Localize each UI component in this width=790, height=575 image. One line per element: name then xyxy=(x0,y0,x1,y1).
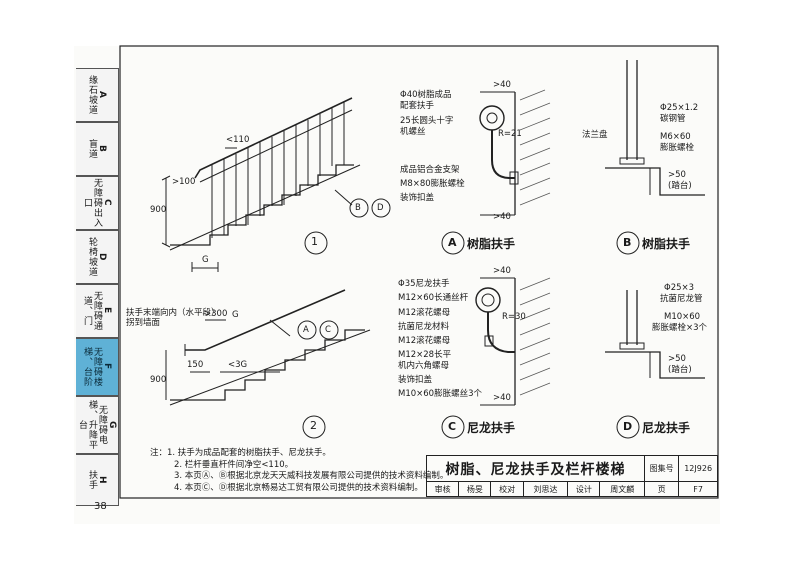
drawing2-dim-3g: <3G xyxy=(228,360,248,370)
note-2: 2. 栏杆垂直杆件间净空<110。 xyxy=(174,459,294,470)
detailA-label-0: Φ40树脂成品 xyxy=(400,90,452,100)
detailA-label-4: 成品铝合金支架 xyxy=(400,165,460,175)
reviewer: 杨旻 xyxy=(458,481,492,497)
detailC-label-0: Φ35尼龙扶手 xyxy=(398,279,450,289)
drawing1-dim-side: >100 xyxy=(172,177,196,187)
drawing1-ref-d: D xyxy=(377,203,384,213)
drawing2-dim-height: 900 xyxy=(150,375,167,385)
detailA-dim-top: >40 xyxy=(493,80,511,90)
detailD-label-3: 膨胀螺栓×3个 xyxy=(652,323,708,333)
detailB-label-4: 膨胀螺栓 xyxy=(660,143,695,153)
detailB-dim-step: (踏台) xyxy=(668,181,692,191)
page-label: 页 xyxy=(644,481,680,497)
designer: 周文麟 xyxy=(599,481,646,497)
detailD-letter: D xyxy=(623,420,633,433)
drawing2-ref-a: A xyxy=(303,325,309,335)
detailD-caption: 尼龙扶手 xyxy=(642,421,691,435)
atlas-label: 图集号 xyxy=(644,455,680,482)
detailC-label-6: 机内六角螺母 xyxy=(398,361,450,371)
drawing-2-stair xyxy=(165,289,371,439)
note-1: 注：1. 扶手为成品配套的树脂扶手、尼龙扶手。 xyxy=(150,448,331,458)
drawing2-ref-c: C xyxy=(325,325,331,335)
note-4: 4. 本页Ⓒ、Ⓓ根据北京畅易达工贸有限公司提供的技术资料编制。 xyxy=(174,482,423,493)
detailA-dim-r: R=21 xyxy=(498,129,522,139)
detailA-label-2: 25长圆头十字 xyxy=(400,116,454,126)
design-label: 设计 xyxy=(567,481,601,497)
detailB-label-0: Φ25×1.2 xyxy=(660,103,699,113)
drawing-1-stair xyxy=(161,97,391,272)
detailC-caption: 尼龙扶手 xyxy=(467,421,516,435)
drawing2-dim-g: G xyxy=(232,310,239,320)
sheet-title: 树脂、尼龙扶手及栏杆楼梯 xyxy=(425,455,646,482)
detailB-label-2: 法兰盘 xyxy=(582,130,608,140)
detailB-label-1: 碳钢管 xyxy=(660,114,686,124)
detailC-label-3: 抗菌尼龙材料 xyxy=(398,322,450,332)
title-block: 树脂、尼龙扶手及栏杆楼梯 图集号 12J926 审核 杨旻 校对 刘思达 设计 … xyxy=(425,455,718,497)
drawing1-dim-height: 900 xyxy=(150,205,167,215)
detailB-dim-50: >50 xyxy=(668,170,686,180)
detailB-label-3: M6×60 xyxy=(660,132,691,142)
detailB-caption: 树脂扶手 xyxy=(642,237,691,251)
drawing2-note: 扶手末端向内（水平段）拐到墙面 xyxy=(126,308,220,328)
detailC-label-7: 装饰扣盖 xyxy=(398,375,433,385)
detailA-dim-bottom: >40 xyxy=(493,212,511,222)
drawing-sheet xyxy=(74,46,720,524)
page-number: 38 xyxy=(94,501,107,512)
notes-block: 注：1. 扶手为成品配套的树脂扶手、尼龙扶手。 2. 栏杆垂直杆件间净空<110… xyxy=(150,448,448,494)
drawing1-dim-g: G xyxy=(202,255,209,265)
detailC-label-8: M10×60膨胀螺丝3个 xyxy=(398,389,482,399)
drawing2-number: 2 xyxy=(310,419,317,432)
detailD-dim-step: (踏台) xyxy=(668,365,692,375)
detailC-label-5: M12×28长平 xyxy=(398,350,452,360)
detailA-label-6: 装饰扣盖 xyxy=(400,193,435,203)
detailA-label-3: 机螺丝 xyxy=(400,127,426,137)
drawing2-dim-150: 150 xyxy=(187,360,204,370)
checker: 刘思达 xyxy=(522,481,569,497)
detailC-label-2: M12滚花螺母 xyxy=(398,308,451,318)
detail-c xyxy=(441,277,551,439)
drawing1-dim-top: <110 xyxy=(226,135,250,145)
drawing1-ref-b: B xyxy=(355,203,361,213)
drawing2-dim-300: >300 xyxy=(204,309,228,319)
atlas-number: 12J926 xyxy=(678,455,718,482)
review-label: 审核 xyxy=(425,481,460,497)
detailC-label-4: M12滚花螺母 xyxy=(398,336,451,346)
detail-b xyxy=(605,60,705,255)
detailC-label-1: M12×60长通丝杆 xyxy=(398,293,469,303)
detailC-dim-top: >40 xyxy=(493,266,511,276)
detailD-label-0: Φ25×3 xyxy=(664,283,695,293)
check-label: 校对 xyxy=(490,481,524,497)
detailA-letter: A xyxy=(448,236,457,249)
detailA-label-1: 配套扶手 xyxy=(400,101,435,111)
detail-d xyxy=(605,290,705,439)
detailD-dim-50: >50 xyxy=(668,354,686,364)
detailB-letter: B xyxy=(623,236,632,249)
detailA-caption: 树脂扶手 xyxy=(467,237,516,251)
detailA-label-5: M8×80膨胀螺栓 xyxy=(400,179,465,189)
detailC-dim-bottom: >40 xyxy=(493,393,511,403)
detailD-label-1: 抗菌尼龙管 xyxy=(660,294,703,304)
detailC-letter: C xyxy=(448,420,457,433)
detailC-dim-r: R=30 xyxy=(502,312,526,322)
page-code: F7 xyxy=(678,481,718,497)
note-3: 3. 本页Ⓐ、Ⓑ根据北京龙天天威科技发展有限公司提供的技术资料编制。 xyxy=(174,471,449,481)
detail-a xyxy=(441,89,551,255)
detailD-label-2: M10×60 xyxy=(664,312,701,322)
drawing1-number: 1 xyxy=(311,235,318,248)
